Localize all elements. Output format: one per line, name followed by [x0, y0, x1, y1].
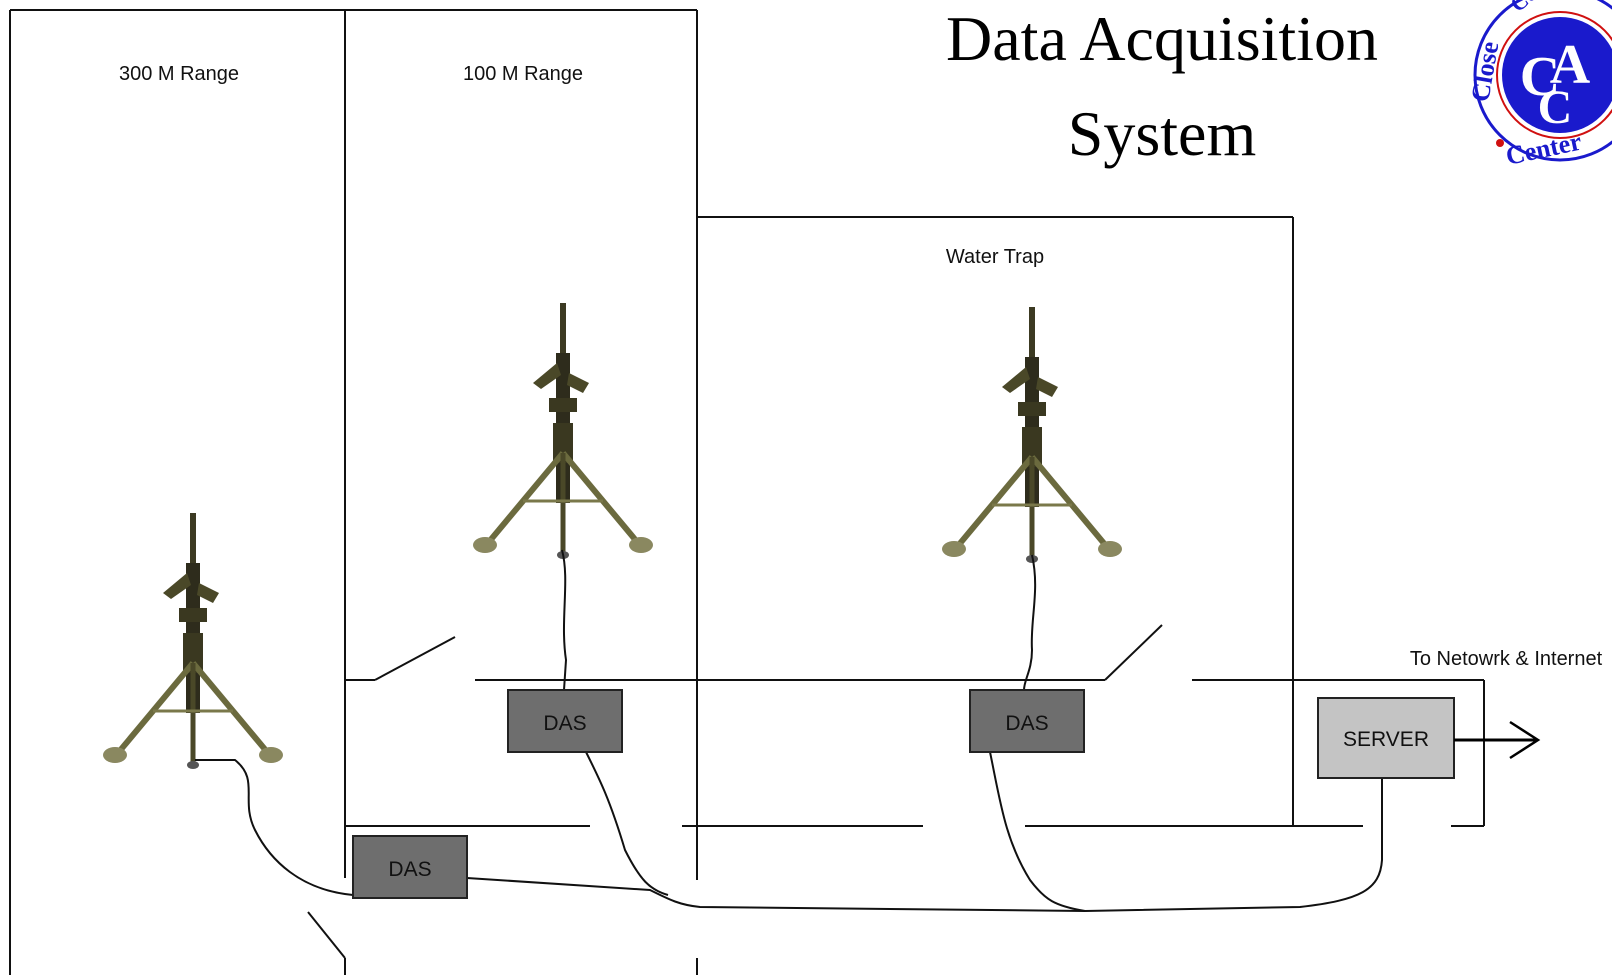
- page-title-line1: Data Acquisition: [946, 3, 1378, 74]
- server-label: SERVER: [1343, 728, 1429, 751]
- page-title-line2: System: [1068, 98, 1256, 169]
- tripod-300m: [103, 513, 283, 769]
- svg-text:C: C: [1520, 46, 1560, 108]
- zone-label-100m: 100 M Range: [463, 63, 583, 85]
- network-arrow: [1454, 720, 1541, 760]
- das-unit-1-label: DAS: [388, 858, 431, 881]
- cables: [195, 549, 1383, 912]
- server-unit: SERVER: [1317, 697, 1455, 779]
- das-unit-2: DAS: [507, 689, 623, 753]
- svg-text:A: A: [1550, 34, 1591, 96]
- network-label: To Netowrk & Internet: [1410, 648, 1603, 670]
- tripod-100m: [473, 303, 653, 559]
- svg-text:C: C: [1538, 81, 1573, 134]
- zone-label-300m: 300 M Range: [119, 63, 239, 85]
- das-unit-1: DAS: [352, 835, 468, 899]
- das-unit-2-label: DAS: [543, 712, 586, 735]
- zone-outlines: [9, 9, 1485, 975]
- close-combat-center-logo: C A C Close Com Center: [1465, 0, 1612, 171]
- tripod-water-trap: [942, 307, 1122, 563]
- zone-label-water-trap: Water Trap: [946, 246, 1044, 268]
- das-unit-3-label: DAS: [1005, 712, 1048, 735]
- das-unit-3: DAS: [969, 689, 1085, 753]
